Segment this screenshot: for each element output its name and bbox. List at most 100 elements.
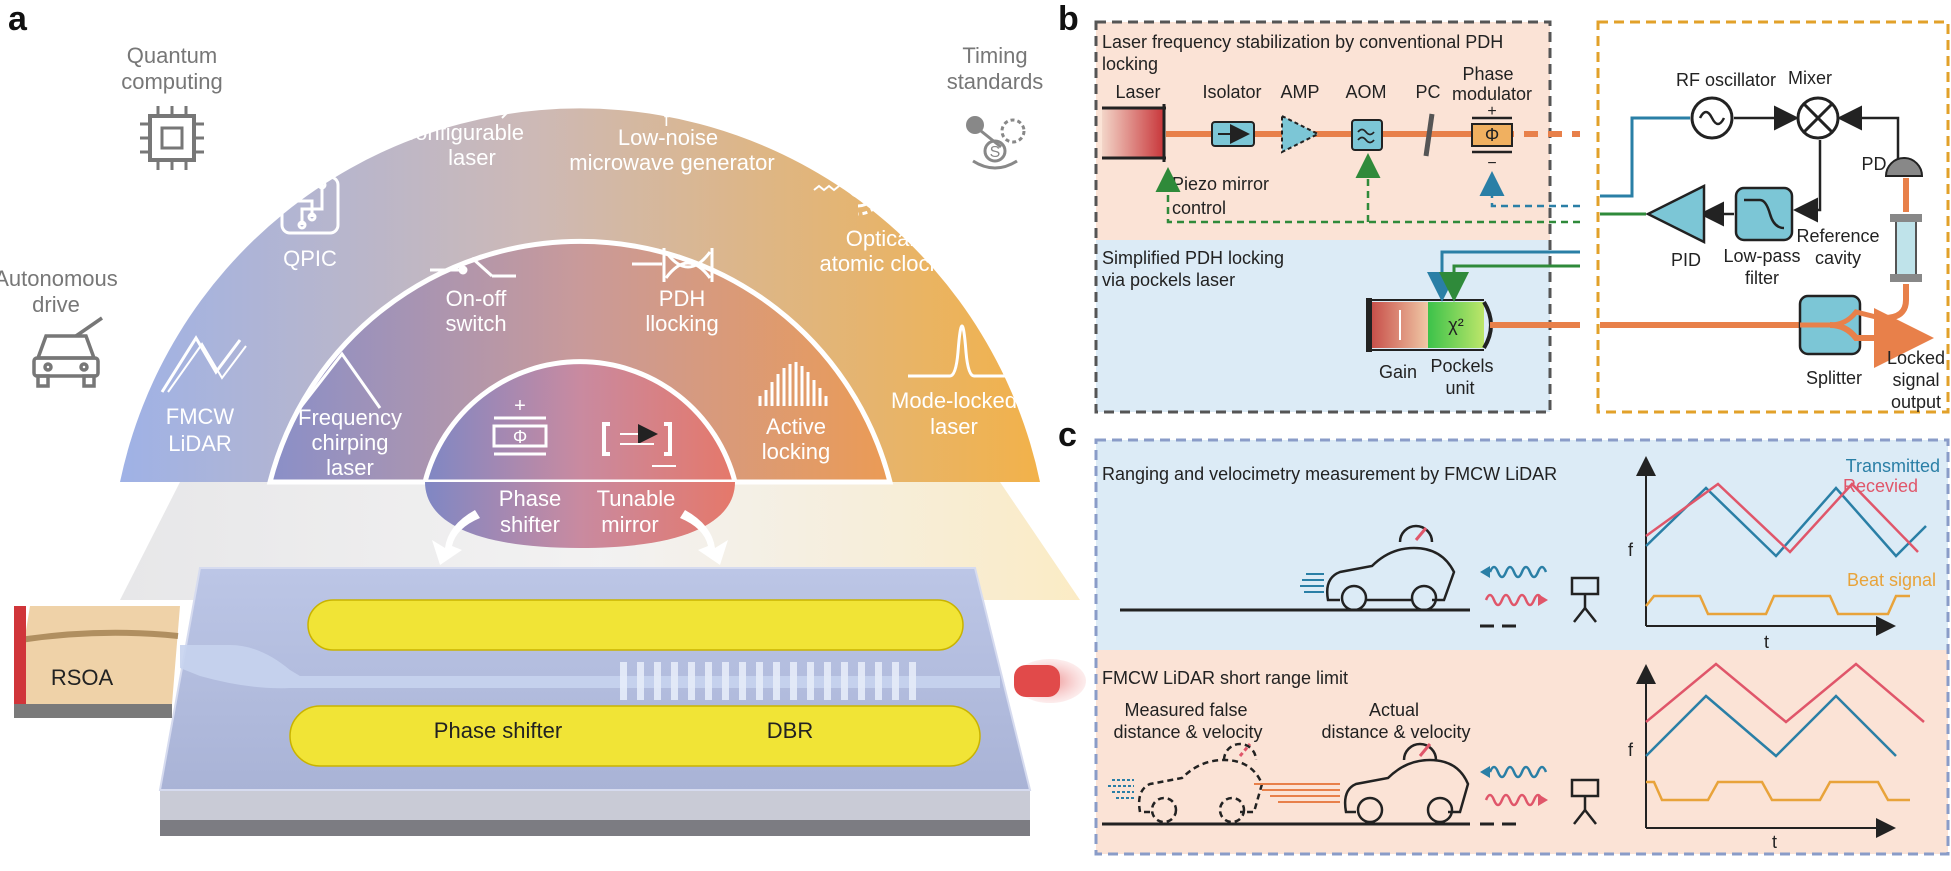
plot-top-f: f xyxy=(1628,540,1634,560)
pid-label: PID xyxy=(1671,250,1701,270)
fmcw-line-1: FMCW xyxy=(166,404,235,429)
phase-mod-plus: + xyxy=(1487,103,1496,120)
chip-dbr-label: DBR xyxy=(767,718,813,743)
plot-top-axes xyxy=(1636,456,1896,636)
tunable-mirror-label: Tunable mirror xyxy=(597,486,676,537)
ring1-plus: + xyxy=(514,395,526,417)
legend-received: Recevied xyxy=(1843,476,1918,496)
output-beam xyxy=(1014,659,1086,703)
plot-top-received xyxy=(1645,482,1919,554)
measured-label-2: distance & velocity xyxy=(1113,722,1262,742)
actual-label-2: distance & velocity xyxy=(1321,722,1470,742)
fmcw-line-2: LiDAR xyxy=(168,431,232,456)
active-line-2: locking xyxy=(762,439,830,464)
on-off-switch-label: On-off switch xyxy=(445,286,507,336)
autonomous-drive-label: Autonomous drive xyxy=(0,266,118,317)
panel-b-left-frame xyxy=(1094,20,1552,414)
ring1-phi: Φ xyxy=(513,427,527,447)
plot-top-t: t xyxy=(1764,632,1769,652)
plot-bottom-f: f xyxy=(1628,740,1634,760)
aom-box xyxy=(1351,119,1383,151)
legend-transmitted: Transmitted xyxy=(1846,456,1940,476)
car-false xyxy=(1137,742,1264,824)
chirp-line-3: laser xyxy=(326,455,374,480)
phase-shifter-icon: Φ + xyxy=(492,395,548,456)
svg-text:S: S xyxy=(990,144,1001,161)
pockels-label-2: unit xyxy=(1445,378,1474,398)
autonomous-line-2: drive xyxy=(32,292,80,317)
reconfig-line-2: laser xyxy=(448,145,496,170)
fmcw-lidar-label: FMCW LiDAR xyxy=(166,404,235,456)
fmcw-triangle-icon xyxy=(160,335,242,393)
lownoise-axis-s: s xyxy=(634,68,643,88)
switch-x-icon xyxy=(432,69,508,119)
down-arrow-left xyxy=(432,510,480,565)
dbr-grating xyxy=(620,662,916,700)
phase-mod-box xyxy=(1471,123,1513,147)
gain-label: Gain xyxy=(1379,362,1417,382)
pdh-line-1: PDH xyxy=(659,286,705,311)
measured-label-1: Measured false xyxy=(1124,700,1247,720)
clock-line-2: atomic clock xyxy=(819,251,941,276)
clock-line-1: Optical xyxy=(846,226,914,251)
reconfigurable-laser-label: Reconfigurable laser xyxy=(376,120,524,170)
onoff-line-2: switch xyxy=(445,311,506,336)
plot-bottom-axes xyxy=(1636,664,1896,838)
actual-label-1: Actual xyxy=(1369,700,1419,720)
tunable-mirror-icon xyxy=(602,422,676,467)
inner-arc xyxy=(421,359,739,485)
rf-to-left xyxy=(1600,116,1690,198)
phase-mod-feedback xyxy=(1479,171,1580,208)
conv-title-1: Laser frequency stabilization by convent… xyxy=(1102,32,1503,52)
quantum-line-2: computing xyxy=(121,69,223,94)
lowpass-label-1: Low-pass xyxy=(1723,246,1800,266)
optical-clock-label: Optical atomic clock xyxy=(819,226,941,276)
lidar-tripod-top xyxy=(1570,576,1600,623)
panel-letter-a: a xyxy=(8,0,28,38)
output-label-1: Locked xyxy=(1887,348,1945,368)
output-label-3: output xyxy=(1891,392,1941,412)
ring1-phase-line-1: Phase xyxy=(499,486,561,511)
mixer-label: Mixer xyxy=(1788,68,1832,88)
c-top-title: Ranging and velocimetry measurement by F… xyxy=(1102,464,1557,484)
ring1-mirror-line-2: mirror xyxy=(601,512,658,537)
lowpass-box xyxy=(1734,186,1794,242)
piezo-feedback xyxy=(1155,167,1580,224)
plot-bottom-beat xyxy=(1646,780,1910,802)
speedometer-top xyxy=(1398,524,1434,543)
modelocked-line-2: laser xyxy=(930,414,978,439)
piezo-label-1: Piezo mirror xyxy=(1172,174,1269,194)
timing-line-2: standards xyxy=(947,69,1044,94)
panel-c-frame xyxy=(1094,438,1950,856)
pc-label: PC xyxy=(1415,82,1440,102)
quantum-computing-label: Quantum computing xyxy=(121,43,223,94)
car-icon xyxy=(32,316,103,388)
phase-mod-label-2: modulator xyxy=(1452,84,1532,104)
panel-letter-c: c xyxy=(1058,416,1077,454)
reconfig-line-1: Reconfigurable xyxy=(376,120,524,145)
wave-tx-top xyxy=(1480,565,1548,607)
panel-c-top-box xyxy=(1096,440,1948,650)
onoff-line-1: On-off xyxy=(446,286,508,311)
speed-lines-actual xyxy=(1254,783,1340,803)
down-arrow-right xyxy=(680,510,728,565)
lownoise-line-2: microwave generator xyxy=(569,150,774,175)
refcav-label-2: cavity xyxy=(1815,248,1861,268)
lowpass-label-2: filter xyxy=(1745,268,1779,288)
qpic-icon xyxy=(280,175,340,235)
active-locking-label: Active locking xyxy=(762,414,830,464)
phase-mod-phi: Φ xyxy=(1485,125,1499,145)
car-actual xyxy=(1343,742,1470,824)
lownoise-axis-f: f xyxy=(664,110,670,130)
comb-icon xyxy=(758,362,828,406)
fmcw-triangle-icon-2 xyxy=(167,342,247,393)
legend-beat: Beat signal xyxy=(1847,570,1936,590)
pc-plate xyxy=(1423,113,1435,157)
splitter-label: Splitter xyxy=(1806,368,1862,388)
frequency-chirping-label: Frequency chirping laser xyxy=(298,405,402,480)
chirp-triangle-icon xyxy=(298,351,382,409)
panel-letter-b: b xyxy=(1058,0,1079,38)
output-label-2: signal xyxy=(1892,370,1939,390)
mixer-to-filter xyxy=(1793,140,1822,223)
